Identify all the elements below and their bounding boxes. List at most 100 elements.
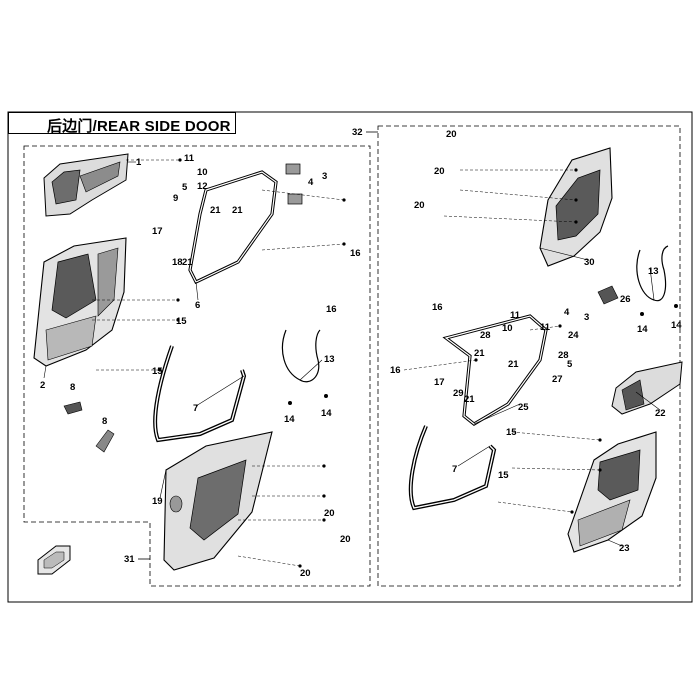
- callout-29: 29: [453, 388, 464, 399]
- fastener-dots: [158, 158, 602, 568]
- callout-31: 31: [124, 554, 135, 565]
- cable-part-13: [281, 329, 321, 383]
- callout-22: 22: [655, 408, 666, 419]
- callout-18: 18: [172, 257, 183, 268]
- callout-14e: 14: [637, 324, 648, 335]
- callout-8a: 8: [70, 382, 75, 393]
- callout-leaders: [43, 161, 661, 547]
- seal-strip-part-7-inner: [154, 345, 245, 441]
- callout-16b: 16: [326, 304, 337, 315]
- callout-17b: 17: [434, 377, 445, 388]
- group-31-boundary: [23, 145, 371, 587]
- callout-5: 5: [182, 182, 188, 193]
- callout-20e: 20: [434, 166, 445, 177]
- callout-21f: 21: [464, 394, 475, 405]
- callout-20d: 20: [446, 129, 457, 140]
- clip-part-14b: [324, 394, 328, 398]
- callout-21a: 21: [210, 205, 221, 216]
- front-direction-arrow-inner-icon: [43, 551, 65, 569]
- callout-30: 30: [584, 257, 595, 268]
- knob-part-19: [169, 495, 183, 513]
- callout-3: 3: [322, 171, 327, 182]
- callout-16c: 16: [432, 302, 443, 313]
- callout-11: 11: [184, 153, 195, 164]
- door-panel-23-cavity: [597, 449, 641, 501]
- callout-12: 12: [197, 181, 208, 192]
- trim-panel-22-opening: [621, 379, 645, 411]
- callout-32: 32: [352, 127, 363, 138]
- callout-14a: 14: [284, 414, 295, 425]
- callout-20b: 20: [340, 534, 351, 545]
- callout-7: 7: [193, 403, 198, 414]
- handle-part-8b: [95, 429, 115, 453]
- callout-26: 26: [620, 294, 631, 305]
- callout-15c: 15: [506, 427, 517, 438]
- callout-17: 17: [152, 226, 163, 237]
- trim-panel-part-22: [611, 361, 683, 415]
- clip-part-14a: [288, 401, 292, 405]
- hinge-lower: [287, 193, 303, 205]
- callout-21e: 21: [508, 359, 519, 370]
- callout-14f: 14: [671, 320, 682, 331]
- callout-23: 23: [619, 543, 630, 554]
- diagram-title: 后边门/REAR SIDE DOOR: [47, 118, 231, 135]
- callout-2: 2: [40, 380, 45, 391]
- callout-24: 24: [568, 330, 579, 341]
- callout-25: 25: [518, 402, 529, 413]
- callout-10: 10: [197, 167, 208, 178]
- callout-10b: 10: [502, 323, 513, 334]
- cable-part-13-right: [636, 245, 669, 302]
- lower-panel-mesh: [189, 459, 247, 541]
- callout-5b: 5: [567, 359, 573, 370]
- callout-16a: 16: [350, 248, 361, 259]
- exploded-view-guides: [92, 159, 601, 567]
- callout-15d: 15: [498, 470, 509, 481]
- door-panel-2-lower: [45, 315, 97, 361]
- callout-15a: 15: [176, 316, 187, 327]
- callout-20a: 20: [324, 508, 335, 519]
- door-frame-part-25: [442, 314, 548, 426]
- callout-13: 13: [324, 354, 335, 365]
- lever-part-26: [597, 285, 619, 305]
- callout-27: 27: [552, 374, 563, 385]
- callout-15b: 15: [152, 366, 163, 377]
- clip-part-14c: [640, 312, 644, 316]
- callout-28b: 28: [480, 330, 491, 341]
- callout-19: 19: [152, 496, 163, 507]
- door-panel-30-cavity: [555, 169, 601, 241]
- callout-7b: 7: [452, 464, 457, 475]
- trim-panel-part-1-strip: [79, 161, 121, 193]
- door-panel-23-lower: [577, 499, 631, 547]
- callout-21c: 21: [182, 257, 193, 268]
- callout-16d: 16: [390, 365, 401, 376]
- callout-9: 9: [173, 193, 178, 204]
- seal-strip-part-7-right-inner: [410, 425, 495, 509]
- callout-28a: 28: [558, 350, 569, 361]
- trim-panel-part-1-opening: [51, 169, 81, 205]
- seal-strip-part-7: [153, 345, 247, 443]
- callout-13b: 13: [648, 266, 659, 277]
- callout-20c: 20: [300, 568, 311, 579]
- callout-6: 6: [195, 300, 200, 311]
- callout-3b: 3: [584, 312, 589, 323]
- callout-4: 4: [308, 177, 314, 188]
- fastener-part-8a: [63, 401, 83, 415]
- callout-14b: 14: [321, 408, 332, 419]
- clip-part-14d: [674, 304, 678, 308]
- hinge-upper: [285, 163, 301, 175]
- group-32-boundary: [377, 125, 681, 587]
- door-frame-part-6-inner: [189, 171, 277, 283]
- callout-20f: 20: [414, 200, 425, 211]
- callout-11c: 11: [540, 322, 551, 333]
- callout-8b: 8: [102, 416, 107, 427]
- callout-11b: 11: [510, 310, 521, 321]
- callout-numbers: 1 2 3 4 5 6 7 8 8 9 10 11 12 13 14 14 15…: [40, 127, 682, 579]
- door-panel-2-cavity: [51, 253, 97, 319]
- callout-21b: 21: [232, 205, 243, 216]
- callout-21d: 21: [474, 348, 485, 359]
- door-frame-part-25-inner: [444, 315, 547, 425]
- callout-1: 1: [136, 157, 142, 168]
- outer-frame: [7, 111, 693, 603]
